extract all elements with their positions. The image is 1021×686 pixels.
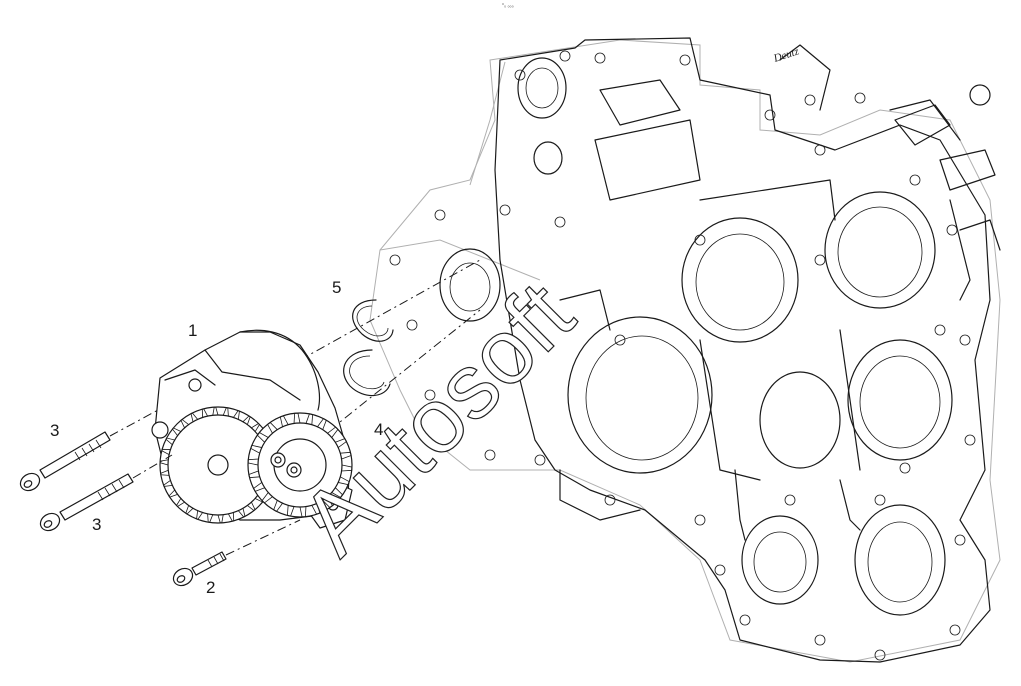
gear-tooth <box>327 426 339 438</box>
bolt-3-upper <box>19 409 159 492</box>
gear-tooth <box>160 469 170 476</box>
oil-pump <box>151 329 353 529</box>
gear-tooth <box>267 421 278 434</box>
gear-tooth <box>322 496 333 509</box>
gear-tooth <box>168 489 178 498</box>
gear-tooth <box>286 505 295 517</box>
gear-tooth <box>311 503 321 515</box>
snap-ring-4 <box>343 349 391 397</box>
gear-tooth <box>261 492 273 504</box>
gear-tooth <box>242 415 251 425</box>
gear-tooth <box>185 505 194 515</box>
callout-3-upper: 3 <box>50 421 60 440</box>
gear-tooth <box>340 451 352 460</box>
gear-tooth <box>161 448 171 455</box>
gear-tooth <box>159 459 169 466</box>
drawing-code: °₀ ₀₀₀ <box>502 3 514 9</box>
gear-tooth <box>163 480 173 487</box>
gear-tooth <box>253 482 265 492</box>
axis-line-upper <box>299 259 481 361</box>
gear-tooth <box>175 498 185 508</box>
gear-tooth <box>299 506 307 518</box>
gear-tooth <box>335 438 347 448</box>
gear-tooth <box>248 470 260 479</box>
gear-tooth <box>190 412 198 422</box>
gear-tooth <box>250 444 262 454</box>
gear-tooth <box>247 458 259 466</box>
engine-block <box>389 37 1001 663</box>
axis-line-lower <box>329 309 481 431</box>
gear-tooth <box>273 500 283 512</box>
gear-tooth <box>238 508 246 518</box>
gear-tooth <box>228 512 235 522</box>
gear-tooth <box>247 501 256 512</box>
gear-tooth <box>212 406 219 416</box>
gear-tooth <box>251 422 261 432</box>
bolt-2 <box>172 519 301 587</box>
callout-1: 1 <box>188 321 198 340</box>
gear-tooth <box>256 432 269 443</box>
gear-tooth <box>201 408 208 418</box>
gear-tooth <box>207 513 214 523</box>
gear-tooth <box>293 412 301 424</box>
gear-tooth <box>338 476 350 486</box>
gear-tooth <box>222 407 229 417</box>
gear-tooth <box>305 413 314 425</box>
gear-tooth <box>233 410 240 420</box>
gear-tooth <box>196 510 203 520</box>
callout-2: 2 <box>206 578 216 597</box>
callout-4: 4 <box>374 420 384 439</box>
deutz-stamp: Deutz <box>771 45 801 65</box>
gear-tooth <box>165 437 175 445</box>
gear-tooth <box>217 514 224 524</box>
gear-tooth <box>180 418 189 429</box>
gear-tooth <box>171 427 182 436</box>
gear-tooth <box>331 487 344 498</box>
gear-tooth <box>317 418 327 430</box>
callout-5: 5 <box>332 278 342 297</box>
snap-ring-5 <box>352 299 394 342</box>
gear-tooth <box>279 415 289 427</box>
bolt-3-lower <box>39 454 173 532</box>
gear-tooth <box>341 464 353 472</box>
callout-3-lower: 3 <box>92 515 102 534</box>
